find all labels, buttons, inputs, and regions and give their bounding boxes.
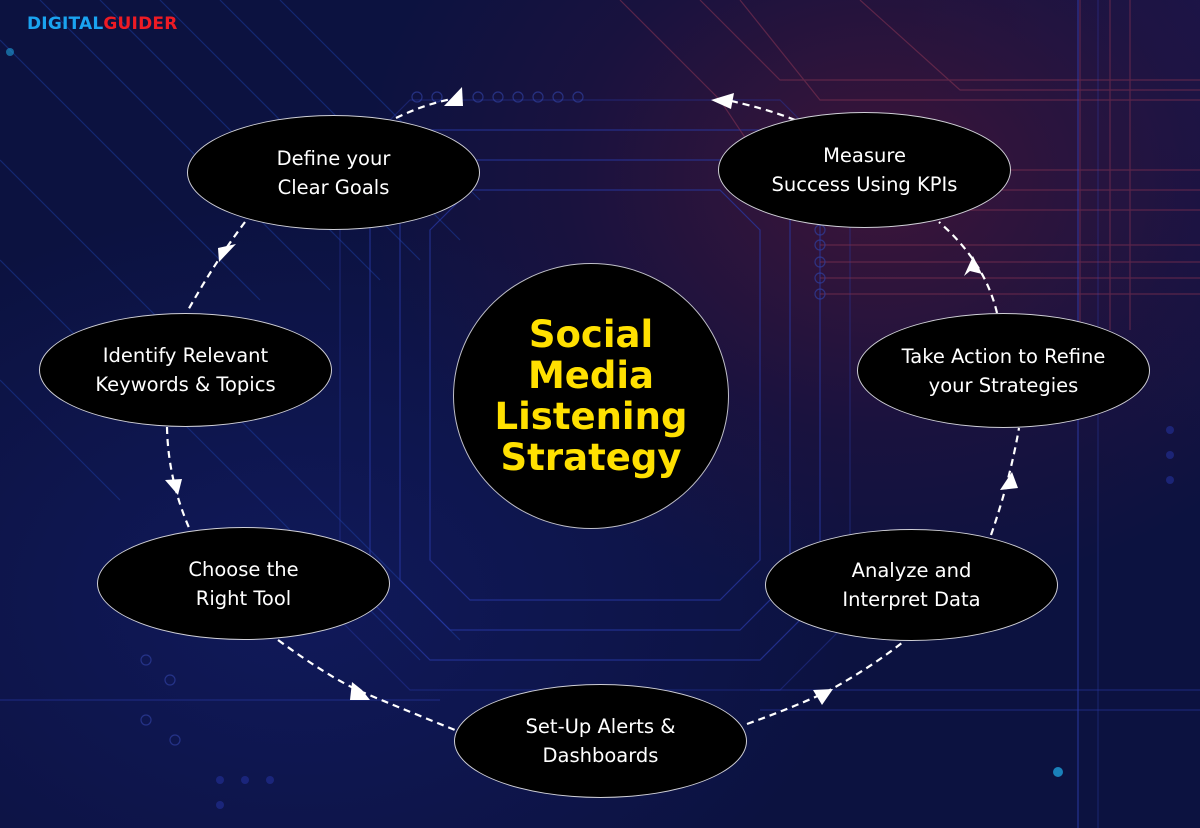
arrow-identify-to-choose	[165, 426, 192, 531]
arrowhead-icon	[218, 244, 236, 262]
step-choose-tool: Choose the Right Tool	[97, 527, 390, 640]
step-define-goals: Define your Clear Goals	[187, 115, 480, 230]
step-measure-kpis: Measure Success Using KPIs	[718, 112, 1011, 228]
arrow-define-to-identify	[186, 221, 246, 313]
step-label-line: Interpret Data	[842, 588, 981, 611]
center-title-circle: Social Media Listening Strategy	[453, 263, 729, 529]
step-setup-alerts: Set-Up Alerts & Dashboards	[454, 684, 747, 798]
step-identify-keywords: Identify Relevant Keywords & Topics	[39, 313, 332, 427]
step-label-line: your Strategies	[928, 373, 1079, 397]
title-line: Social	[528, 313, 654, 356]
step-label-line: Choose the	[188, 557, 299, 581]
arrowhead-icon	[165, 479, 182, 495]
step-label-line: Right Tool	[195, 586, 292, 610]
arrow-measure-to-top	[721, 97, 796, 122]
step-label-line: Clear Goals	[277, 175, 390, 199]
step-label-line: Define your	[276, 146, 391, 170]
step-label-line: Analyze and	[851, 559, 972, 582]
arrow-define-to-top	[395, 97, 453, 119]
arrow-setup-to-analyze	[746, 641, 904, 726]
step-label-line: Identify Relevant	[102, 344, 269, 367]
arrowhead-icon	[1000, 472, 1018, 490]
arrowhead-icon	[964, 256, 982, 276]
logo-part-guider: GUIDER	[103, 14, 178, 34]
step-label-line: Take Action to Refine	[901, 344, 1106, 368]
brand-logo: DIGITALGUIDER	[27, 14, 178, 34]
step-label-line: Keywords & Topics	[95, 373, 276, 396]
arrow-choose-to-setup	[277, 639, 456, 732]
arrowhead-icon	[813, 689, 833, 705]
step-analyze-data: Analyze and Interpret Data	[765, 529, 1058, 641]
step-take-action: Take Action to Refine your Strategies	[857, 313, 1150, 428]
step-label-line: Dashboards	[542, 744, 659, 767]
title-line: Media	[527, 354, 655, 397]
step-label-line: Set-Up Alerts &	[525, 715, 676, 738]
title-line: Strategy	[500, 436, 682, 479]
step-label-line: Success Using KPIs	[771, 173, 958, 196]
arrowhead-icon	[711, 93, 734, 109]
arrowhead-icon	[444, 87, 463, 106]
logo-part-digital: DIGITAL	[27, 14, 104, 34]
arrow-analyze-to-action	[989, 427, 1021, 536]
step-label-line: Measure	[823, 144, 906, 167]
arrowhead-icon	[350, 682, 370, 700]
title-line: Listening	[494, 395, 688, 438]
